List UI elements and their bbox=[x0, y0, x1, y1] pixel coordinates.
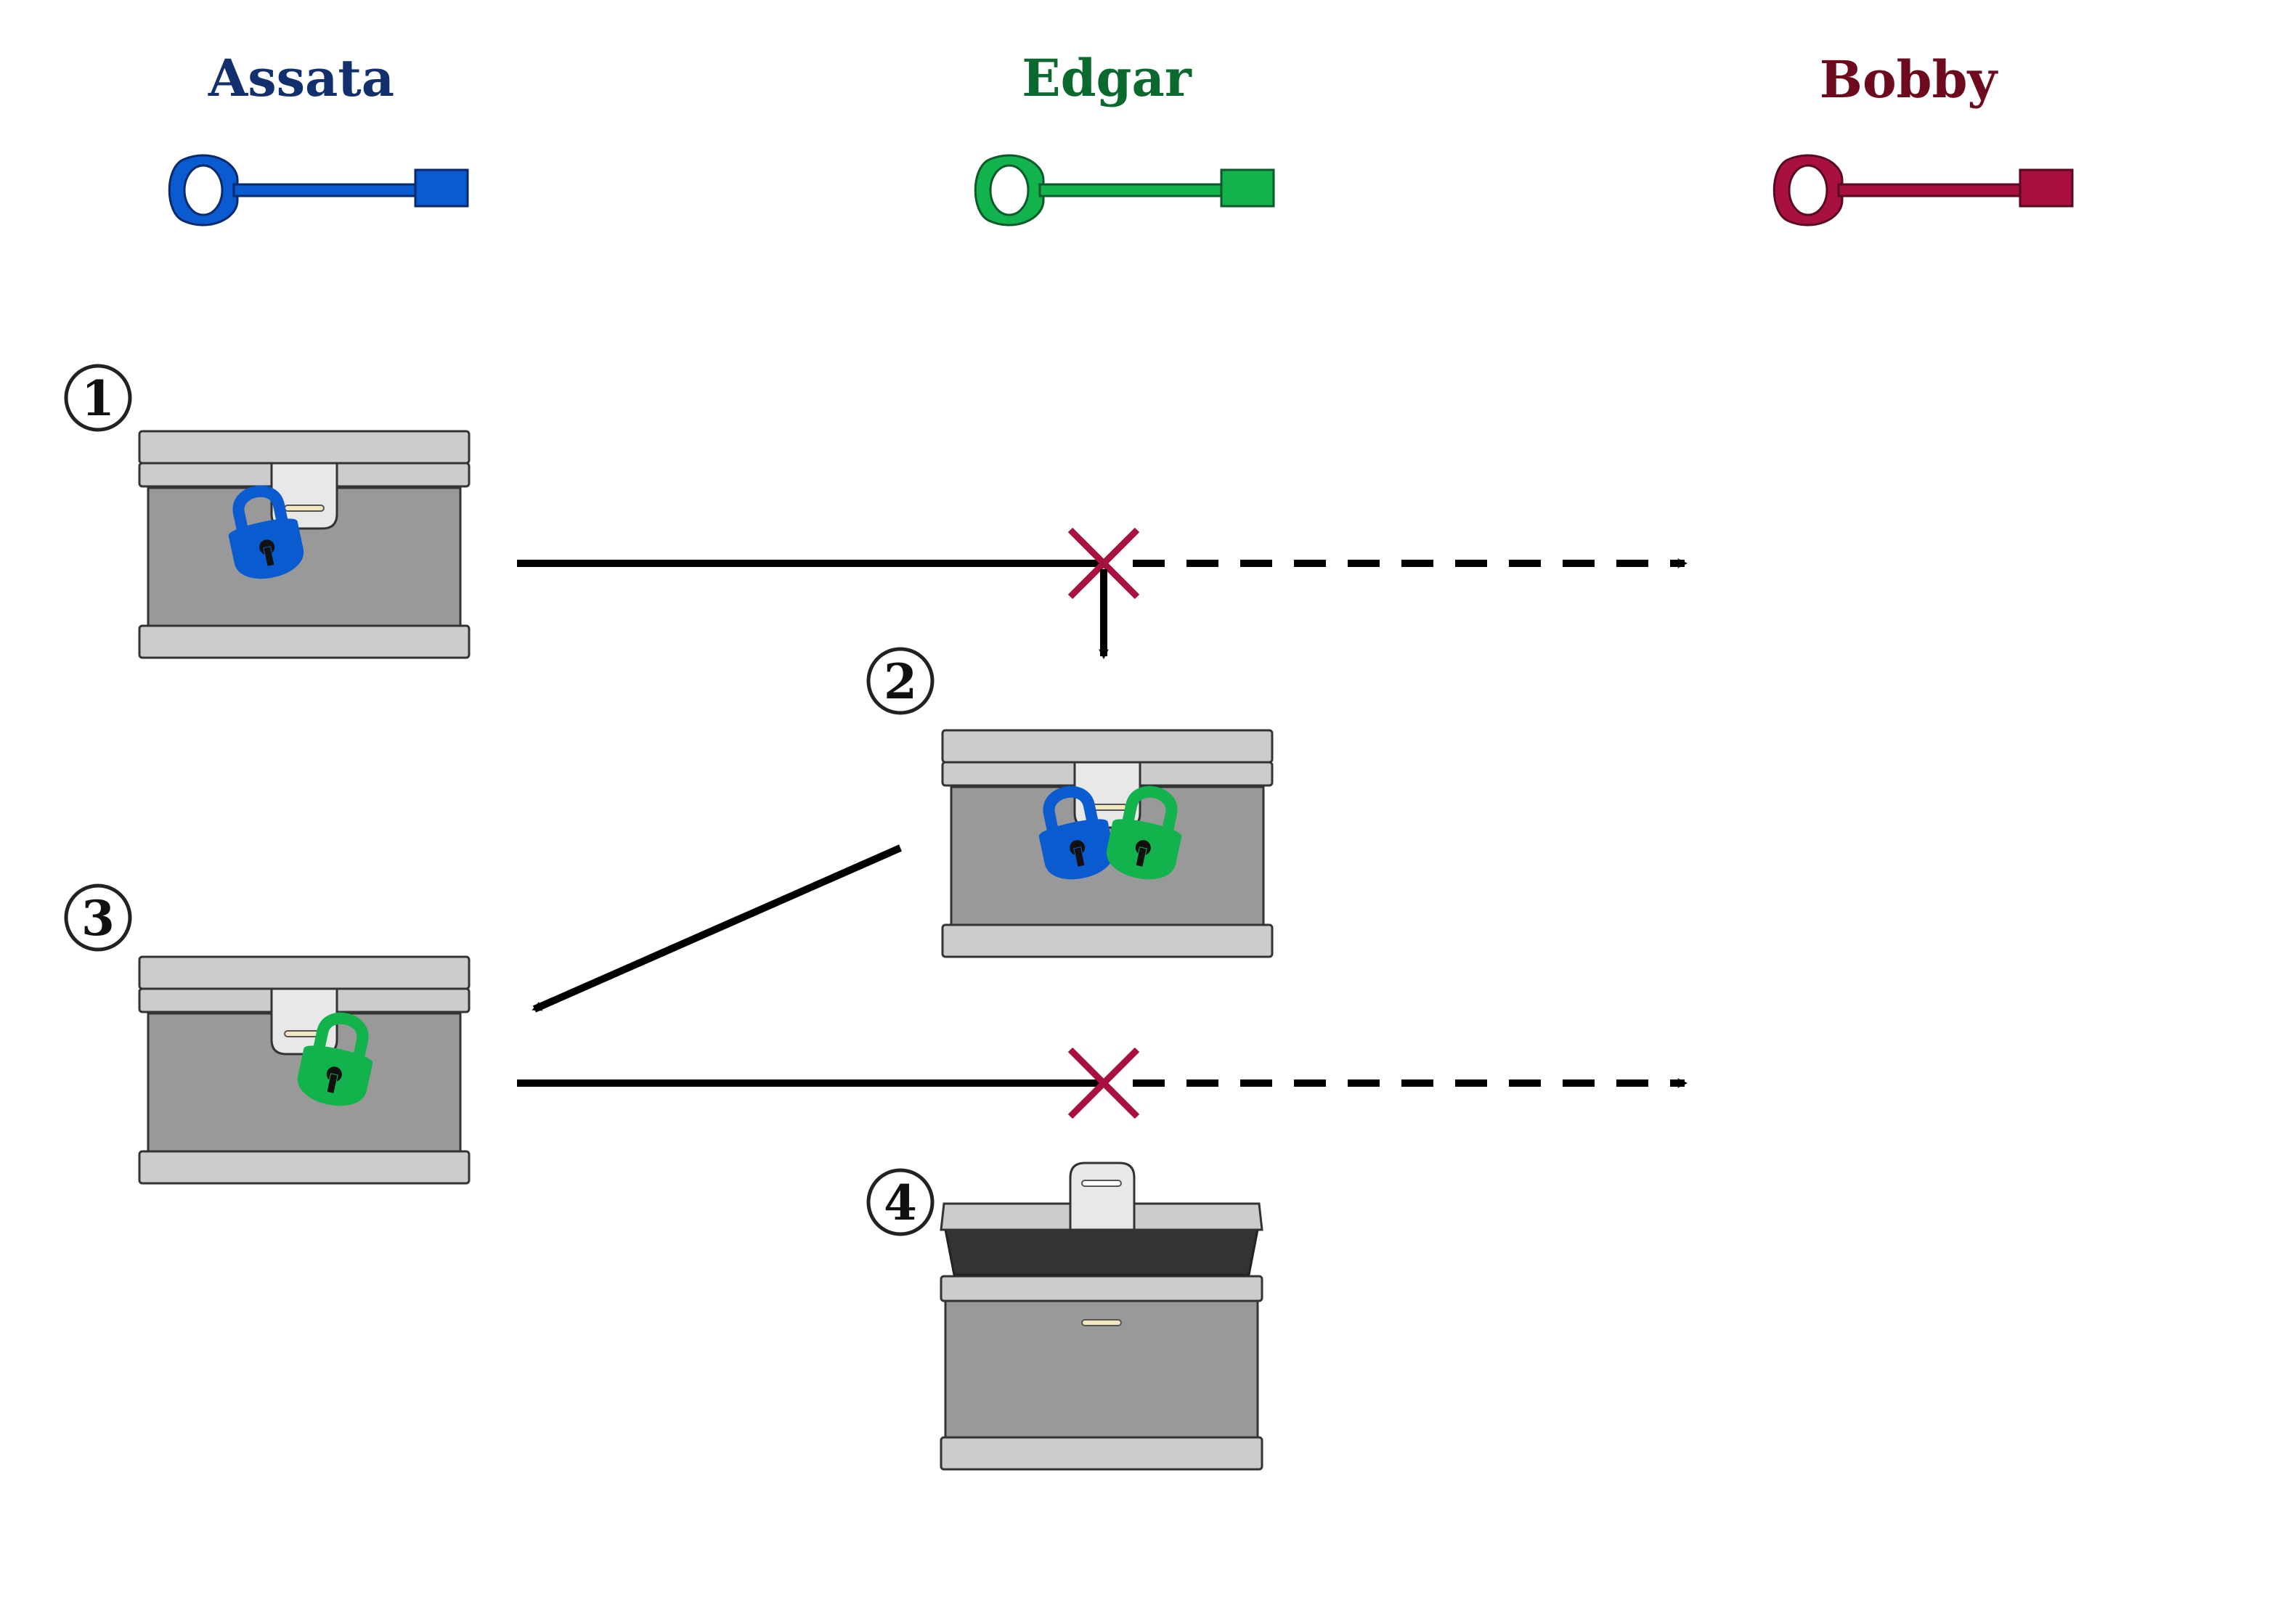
key-icon-bobby bbox=[1772, 154, 2074, 226]
step-number-4: 4 bbox=[884, 1175, 917, 1231]
person-name-edgar: Edgar bbox=[1022, 48, 1192, 108]
step-badge-3: 3 bbox=[64, 883, 132, 952]
step-badge-1: 1 bbox=[64, 364, 132, 432]
key-icon-edgar bbox=[974, 154, 1275, 226]
person-name-assata: Assata bbox=[208, 48, 394, 108]
chest-icon-open-step-4 bbox=[940, 1162, 1263, 1471]
arrow-step2-to-step3 bbox=[532, 844, 903, 1013]
step-badge-4: 4 bbox=[866, 1168, 935, 1236]
step-number-2: 2 bbox=[884, 653, 917, 710]
step-number-1: 1 bbox=[81, 370, 115, 427]
cross-icon-row-1 bbox=[1067, 527, 1140, 600]
step-badge-2: 2 bbox=[866, 647, 935, 715]
person-name-bobby: Bobby bbox=[1820, 49, 1999, 110]
cross-icon-row-3 bbox=[1067, 1047, 1140, 1119]
step-number-3: 3 bbox=[81, 890, 115, 947]
key-icon-assata bbox=[168, 154, 469, 226]
chest-icon-step-1 bbox=[138, 430, 471, 659]
